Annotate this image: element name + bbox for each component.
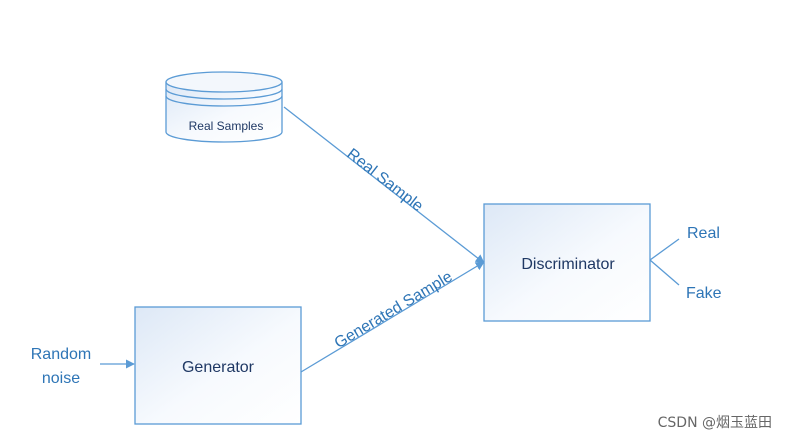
fake-output-label: Fake: [686, 285, 722, 302]
generated-sample-edge-label: Generated Sample: [332, 268, 456, 352]
generator-label: Generator: [182, 359, 255, 376]
real-samples-label: Real Samples: [189, 119, 264, 133]
real-output-line: [649, 238, 680, 261]
generator-box: [134, 306, 302, 425]
real-sample-arrow: [283, 106, 485, 264]
generated-sample-arrow: [300, 261, 485, 373]
watermark: CSDN @烟玉蓝田: [657, 415, 772, 431]
fake-output-line: [649, 259, 680, 286]
random-noise-label-line1: Random: [31, 346, 91, 363]
discriminator-label: Discriminator: [521, 256, 615, 273]
real-sample-edge-label: Real Sample: [343, 146, 426, 216]
random-noise-label-line2: noise: [42, 370, 80, 387]
discriminator-box: [483, 203, 651, 322]
real-output-label: Real: [687, 225, 720, 242]
real-samples-database-icon: [165, 71, 283, 143]
